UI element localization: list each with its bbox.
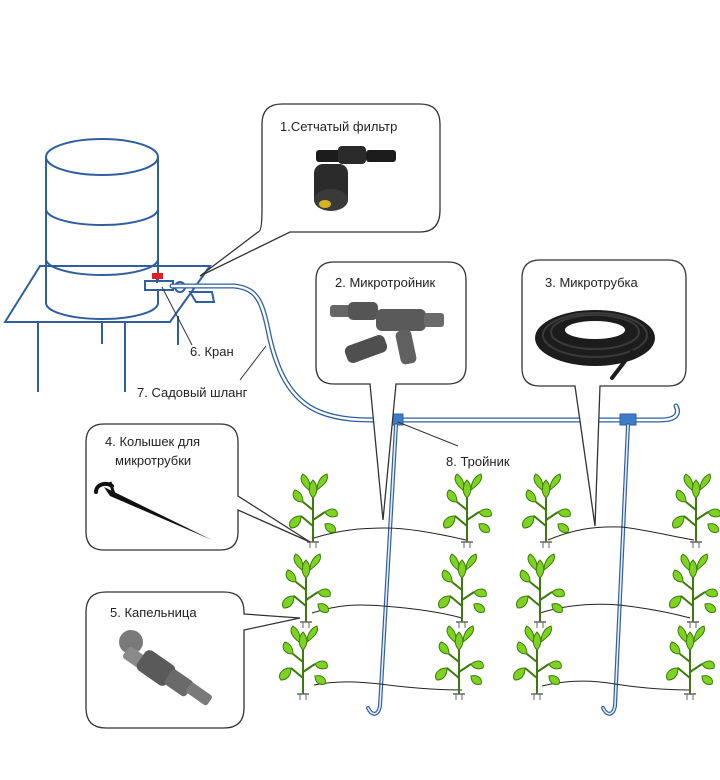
plant [665,625,716,701]
distribution-pipe-right [601,423,630,716]
dripper-label: 5. Капельница [110,605,197,620]
callout-stake: 4. Колышек для микротрубки [85,423,311,551]
callout-filter: 1.Сетчатый фильтр [199,103,441,277]
filter-label: 1.Сетчатый фильтр [280,119,397,134]
microtube-lines [311,526,695,691]
plant [434,625,485,701]
valve-callout: 6. Кран [161,286,234,359]
callout-microtube: 3. Микротрубка [521,259,687,527]
plant [288,473,339,549]
micro-tee-label: 2. Микротройник [335,275,436,290]
filter-image [314,146,396,211]
stake-label-line2: микротрубки [115,453,191,468]
plant [512,625,563,701]
water-tank [45,138,159,320]
water-tank-stand [3,265,212,392]
valve-label: 6. Кран [190,344,234,359]
microtube-coil-image [535,310,655,380]
plant [437,553,488,629]
micro-tee-image [330,302,444,365]
plant [521,473,572,549]
callout-dripper: 5. Капельница [85,591,301,729]
stake-image [94,481,212,540]
stake-label-line1: 4. Колышек для [105,434,200,449]
garden-hose [169,283,680,423]
valve [144,273,174,291]
distribution-pipe-left [366,423,398,716]
tee-label: 8. Тройник [446,454,510,469]
garden-hose-callout: 7. Садовый шланг [137,345,267,400]
plant [278,625,329,701]
plant [668,553,719,629]
dripper-image [119,630,212,706]
plants [278,473,720,701]
garden-hose-label: 7. Садовый шланг [137,385,248,400]
callout-micro-tee: 2. Микротройник [315,261,467,521]
microtube-label: 3. Микротрубка [545,275,639,290]
tee-callout: 8. Тройник [397,421,510,469]
plant [515,553,566,629]
